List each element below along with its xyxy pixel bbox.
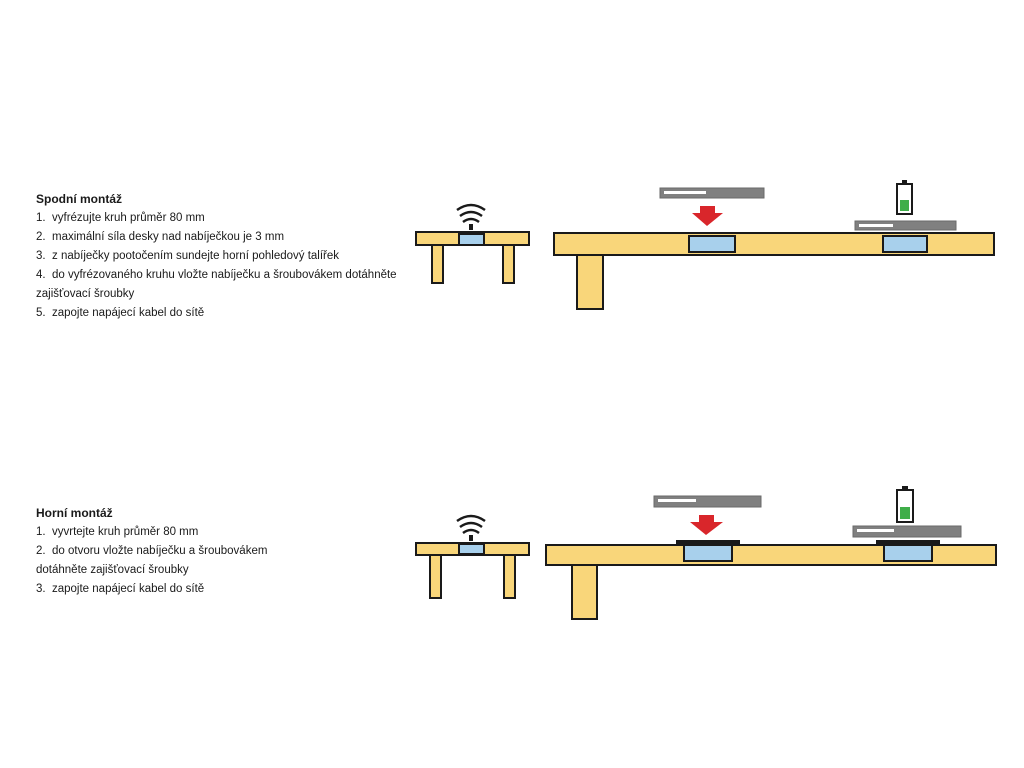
step: 5. zapojte napájecí kabel do sítě	[36, 304, 396, 323]
step-number: 1.	[36, 212, 46, 224]
table-leg	[431, 244, 444, 284]
step-text: z nabíječky pootočením sundejte horní po…	[52, 250, 340, 262]
battery-icon	[896, 486, 914, 523]
step-number: 4.	[36, 269, 46, 281]
table-leg	[429, 554, 442, 599]
arrow-down-icon	[692, 206, 723, 226]
step-number: 2.	[36, 231, 46, 243]
step-continuation: dotáhněte zajišťovací šroubky	[36, 561, 396, 580]
step-text: zapojte napájecí kabel do sítě	[52, 307, 205, 319]
step-number: 3.	[36, 583, 46, 595]
wireless-charging-icon	[456, 203, 486, 230]
table-leg	[571, 564, 598, 620]
step-text: zajišťovací šroubky	[36, 288, 135, 300]
top-mount-title: Horní montáž	[36, 506, 113, 520]
step: 4. do vyfrézovaného kruhu vložte nabíječk…	[36, 266, 397, 285]
charger	[882, 235, 928, 253]
bottom-mount-instructions: Spodní montáž 1. vyfrézujte kruh průměr 8…	[36, 190, 397, 323]
charger	[458, 233, 485, 246]
step: 2. maximální síla desky nad nabíječkou je…	[36, 228, 396, 247]
step-number: 5.	[36, 307, 46, 319]
arrow-down-icon	[690, 515, 723, 535]
top-small-table	[415, 542, 530, 599]
step-text: dotáhněte zajišťovací šroubky	[36, 564, 189, 576]
bottom-big-table	[553, 232, 995, 310]
step-text: zapojte napájecí kabel do sítě	[52, 583, 205, 595]
step-text: vyfrézujte kruh průměr 80 mm	[52, 212, 205, 224]
charger-flange	[876, 540, 940, 546]
step: 1. vyvrtejte kruh průměr 80 mm	[36, 523, 396, 542]
step-number: 1.	[36, 526, 46, 538]
phone-icon	[659, 187, 765, 199]
step: 3. z nabíječky pootočením sundejte horní …	[36, 247, 396, 266]
step: 3. zapojte napájecí kabel do sítě	[36, 580, 396, 599]
charger-flange	[676, 540, 740, 546]
step-number: 3.	[36, 250, 46, 262]
phone-icon	[653, 495, 762, 508]
bottom-mount-title: Spodní montáž	[36, 192, 122, 206]
step: 1. vyfrézujte kruh průměr 80 mm	[36, 209, 396, 228]
step-text: maximální síla desky nad nabíječkou je 3…	[52, 231, 285, 243]
charger	[688, 235, 736, 253]
charger	[883, 544, 933, 562]
step-continuation: zajišťovací šroubky	[36, 285, 396, 304]
step-number: 2.	[36, 545, 46, 557]
table-leg	[576, 254, 604, 310]
top-big-table	[545, 540, 997, 620]
phone-icon	[854, 220, 957, 231]
charger	[683, 544, 733, 562]
table-leg	[502, 244, 515, 284]
bottom-small-table	[415, 231, 530, 284]
step: 2. do otvoru vložte nabíječku a šroubovák…	[36, 542, 396, 561]
charger	[458, 543, 485, 555]
battery-icon	[896, 180, 913, 215]
step-text: do otvoru vložte nabíječku a šroubovákem	[52, 545, 268, 557]
step-text: vyvrtejte kruh průměr 80 mm	[52, 526, 199, 538]
top-mount-instructions: Horní montáž 1. vyvrtejte kruh průměr 80 …	[36, 504, 396, 599]
step-text: do vyfrézovaného kruhu vložte nabíječku …	[52, 269, 397, 281]
table-leg	[503, 554, 516, 599]
phone-icon	[852, 525, 962, 538]
wireless-charging-icon	[456, 514, 486, 541]
